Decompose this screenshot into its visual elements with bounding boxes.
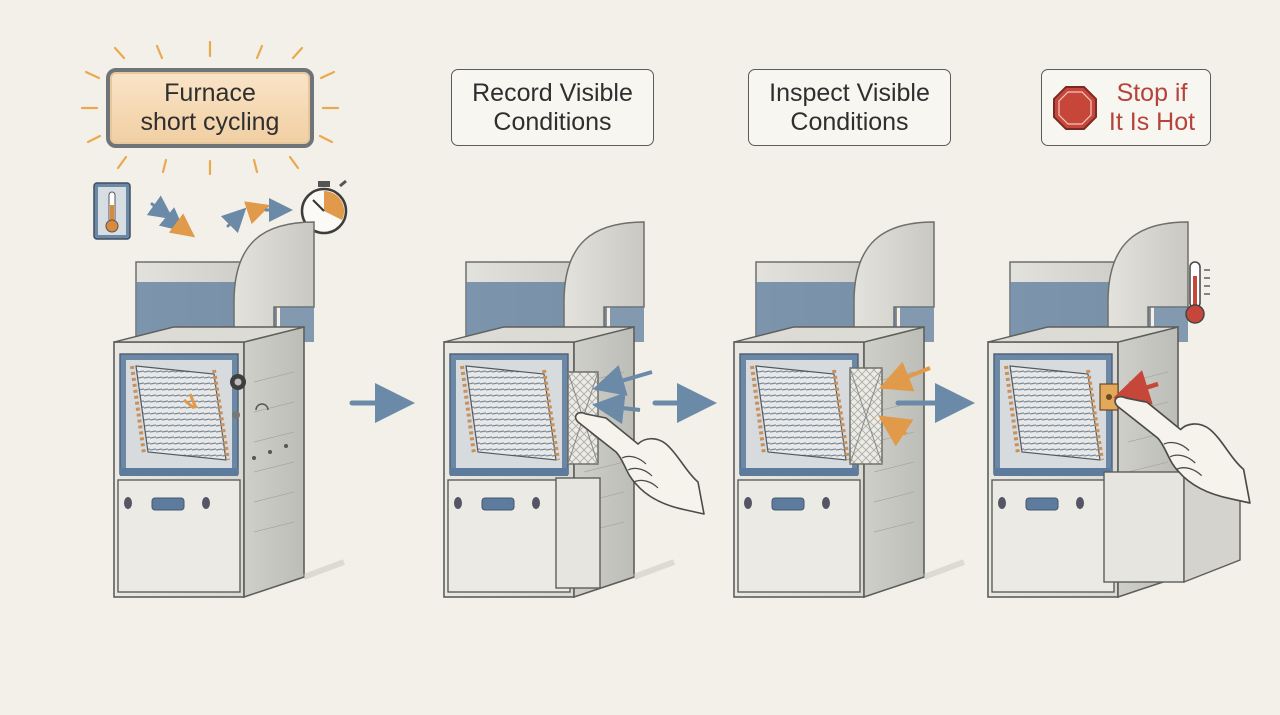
step-label-inspect-visible-conditions: Inspect Visible Conditions (748, 69, 951, 146)
sun-glow-icon (80, 40, 340, 176)
step-label-line: Record Visible (472, 78, 633, 107)
step-label-line: Conditions (493, 107, 612, 136)
step-label-line: short cycling (140, 108, 280, 136)
cycle-arrows (146, 195, 293, 238)
step-label-line: Conditions (790, 107, 909, 136)
thermometer-icon (93, 182, 131, 240)
step-label-line: It Is Hot (1108, 107, 1196, 136)
thermometer-icon (1185, 261, 1210, 324)
step-label-line: Inspect Visible (769, 78, 930, 107)
hot-arrow (1113, 370, 1159, 405)
step-label-stop-if-hot: Stop if It Is Hot (1041, 69, 1211, 146)
step-label-record-visible-conditions: Record Visible Conditions (451, 69, 654, 146)
furnace-3 (734, 222, 964, 597)
inspect-arrows-2 (592, 365, 653, 425)
step-label-line: Stop if (1116, 78, 1188, 107)
step-label-line: Furnace (164, 79, 256, 107)
stop-sign-icon (1053, 86, 1097, 130)
inspect-arrows-3 (878, 361, 931, 447)
step-label-furnace-short-cycling: Furnace short cycling (106, 68, 314, 148)
furnace-1 (114, 222, 344, 597)
